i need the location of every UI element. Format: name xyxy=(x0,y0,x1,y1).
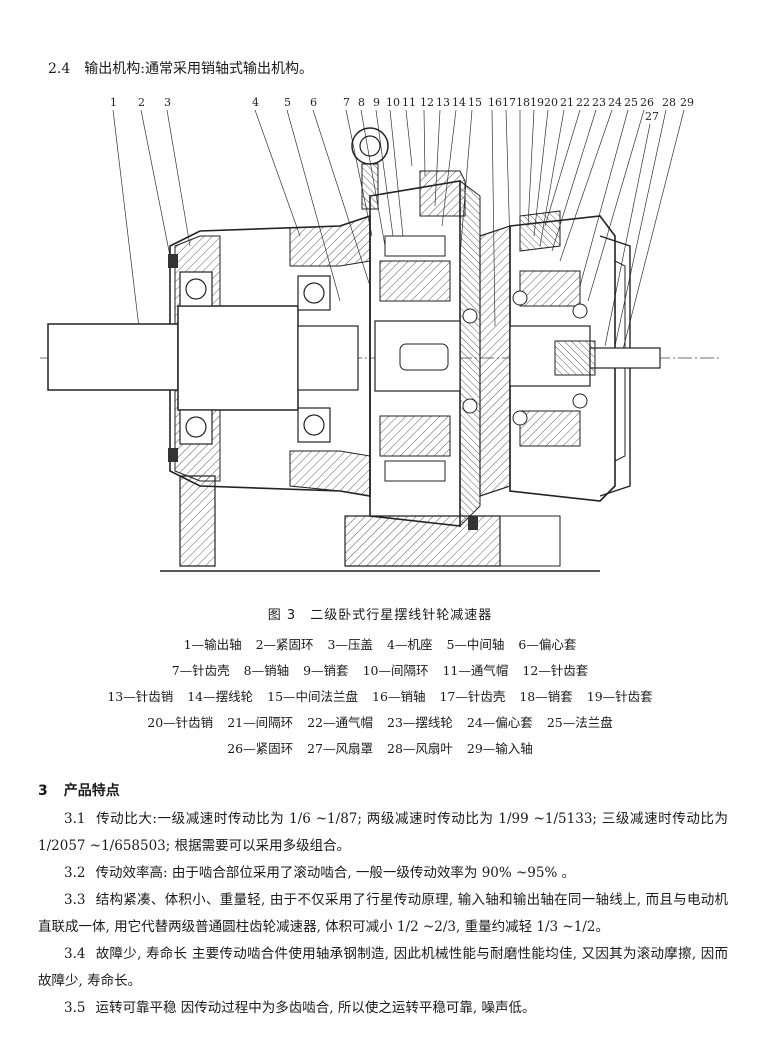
paragraph-text: 运转可靠平稳 因传动过程中为多齿啮合, 所以使之运转平稳可靠, 噪声低。 xyxy=(95,1000,536,1016)
callout-3: 3 xyxy=(164,96,171,109)
callout-12: 12 xyxy=(420,96,434,109)
section-number: 3 xyxy=(38,783,48,799)
paragraph-number: 3.3 xyxy=(64,892,86,908)
legend-item: 28—风扇叶 xyxy=(387,741,453,756)
paragraph: 3.5 运转可靠平稳 因传动过程中为多齿啮合, 所以使之运转平稳可靠, 噪声低。 xyxy=(38,995,728,1022)
legend-row: 13—针齿销 14—摆线轮 15—中间法兰盘 16—销轴 17—针齿壳 18—销套 19—针… xyxy=(40,684,720,710)
legend-item: 14—摆线轮 xyxy=(187,689,254,704)
legend-item: 3—压盖 xyxy=(327,637,373,652)
callout-24: 24 xyxy=(608,96,622,109)
intro-number: 2.4 xyxy=(48,61,71,77)
callout-18: 18 xyxy=(516,96,530,109)
callout-17: 17 xyxy=(502,96,516,109)
callout-27: 27 xyxy=(645,110,659,123)
callout-6: 6 xyxy=(310,96,317,109)
callout-11: 11 xyxy=(402,96,416,109)
legend-row: 26—紧固环 27—风扇罩 28—风扇叶 29—输入轴 xyxy=(40,736,720,762)
legend-item: 23—摆线轮 xyxy=(387,715,453,730)
callout-10: 10 xyxy=(386,96,400,109)
legend-row: 20—针齿销 21—间隔环 22—通气帽 23—摆线轮 24—偏心套 25—法兰盘 xyxy=(40,710,720,736)
paragraph-number: 3.1 xyxy=(64,811,86,827)
section-heading: 3 产品特点 xyxy=(38,780,120,800)
legend-item: 19—针齿套 xyxy=(586,689,653,704)
legend-item: 13—针齿销 xyxy=(107,689,174,704)
legend-item: 10—间隔环 xyxy=(362,663,429,678)
legend-item: 27—风扇罩 xyxy=(307,741,373,756)
intro-line: 2.4 输出机构:通常采用销轴式输出机构。 xyxy=(48,58,313,78)
paragraph-number: 3.4 xyxy=(64,946,86,962)
callout-20: 20 xyxy=(544,96,558,109)
callout-22: 22 xyxy=(576,96,590,109)
legend-item: 5—中间轴 xyxy=(446,637,505,652)
legend-item: 6—偏心套 xyxy=(518,637,577,652)
legend-item: 22—通气帽 xyxy=(307,715,373,730)
callout-28: 28 xyxy=(662,96,676,109)
callout-25: 25 xyxy=(624,96,638,109)
legend-item: 15—中间法兰盘 xyxy=(267,689,359,704)
section-title: 产品特点 xyxy=(63,783,120,799)
paragraph-text: 传动效率高: 由于啮合部位采用了滚动啮合, 一般一级传动效率为 90% ~95%… xyxy=(95,865,576,881)
callout-4: 4 xyxy=(252,96,259,109)
legend-item: 12—针齿套 xyxy=(522,663,589,678)
paragraph: 3.2 传动效率高: 由于啮合部位采用了滚动啮合, 一般一级传动效率为 90% ~… xyxy=(38,860,728,887)
legend-item: 2—紧固环 xyxy=(255,637,314,652)
paragraph-text: 传动比大:一级减速时传动比为 1/6 ~1/87; 两级减速时传动比为 1/99… xyxy=(38,811,728,854)
legend-item: 26—紧固环 xyxy=(227,741,294,756)
paragraph-number: 3.2 xyxy=(64,865,86,881)
callout-14: 14 xyxy=(452,96,466,109)
legend-item: 4—机座 xyxy=(387,637,433,652)
callout-labels: 1 2 3 4 5 6 7 8 9 10 11 12 13 14 15 16 1… xyxy=(110,96,694,123)
callout-19: 19 xyxy=(530,96,544,109)
callout-16: 16 xyxy=(488,96,502,109)
legend-item: 9—销套 xyxy=(303,663,349,678)
reducer-cross-section-drawing: 1 2 3 4 5 6 7 8 9 10 11 12 13 14 15 16 1… xyxy=(40,96,720,572)
legend-item: 25—法兰盘 xyxy=(546,715,613,730)
paragraph-text: 故障少, 寿命长 主要传动啮合件使用轴承钢制造, 因此机械性能与耐磨性能均佳, … xyxy=(38,946,728,989)
figure-caption: 图 3 二级卧式行星摆线针轮减速器 xyxy=(267,608,493,623)
callout-23: 23 xyxy=(592,96,606,109)
legend-row: 7—针齿壳 8—销轴 9—销套 10—间隔环 11—通气帽 12—针齿套 xyxy=(40,658,720,684)
legend-item: 20—针齿销 xyxy=(147,715,214,730)
legend-item: 29—输入轴 xyxy=(466,741,533,756)
callout-8: 8 xyxy=(358,96,365,109)
legend-item: 11—通气帽 xyxy=(442,663,509,678)
legend-item: 1—输出轴 xyxy=(183,637,242,652)
legend-item: 7—针齿壳 xyxy=(171,663,230,678)
legend-item: 24—偏心套 xyxy=(466,715,533,730)
paragraph-text: 结构紧凑、体积小、重量轻, 由于不仅采用了行星传动原理, 输入轴和输出轴在同一轴… xyxy=(38,892,728,935)
legend-item: 18—销套 xyxy=(519,689,573,704)
callout-26: 26 xyxy=(640,96,654,109)
legend-item: 8—销轴 xyxy=(243,663,290,678)
callout-21: 21 xyxy=(560,96,574,109)
callout-5: 5 xyxy=(284,96,291,109)
intro-text: 输出机构:通常采用销轴式输出机构。 xyxy=(84,61,313,77)
legend-item: 21—间隔环 xyxy=(227,715,294,730)
callout-1: 1 xyxy=(110,96,117,109)
legend-row: 1—输出轴 2—紧固环 3—压盖 4—机座 5—中间轴 6—偏心套 xyxy=(40,632,720,658)
paragraph-number: 3.5 xyxy=(64,1000,86,1016)
callout-7: 7 xyxy=(343,96,350,109)
callout-13: 13 xyxy=(436,96,450,109)
callout-2: 2 xyxy=(138,96,145,109)
legend-item: 16—销轴 xyxy=(372,689,426,704)
legend-item: 17—针齿壳 xyxy=(439,689,506,704)
callout-29: 29 xyxy=(680,96,694,109)
callout-9: 9 xyxy=(373,96,380,109)
figure-legend: 1—输出轴 2—紧固环 3—压盖 4—机座 5—中间轴 6—偏心套 7—针齿壳 8—销轴 9—… xyxy=(40,632,720,762)
callout-15: 15 xyxy=(468,96,482,109)
